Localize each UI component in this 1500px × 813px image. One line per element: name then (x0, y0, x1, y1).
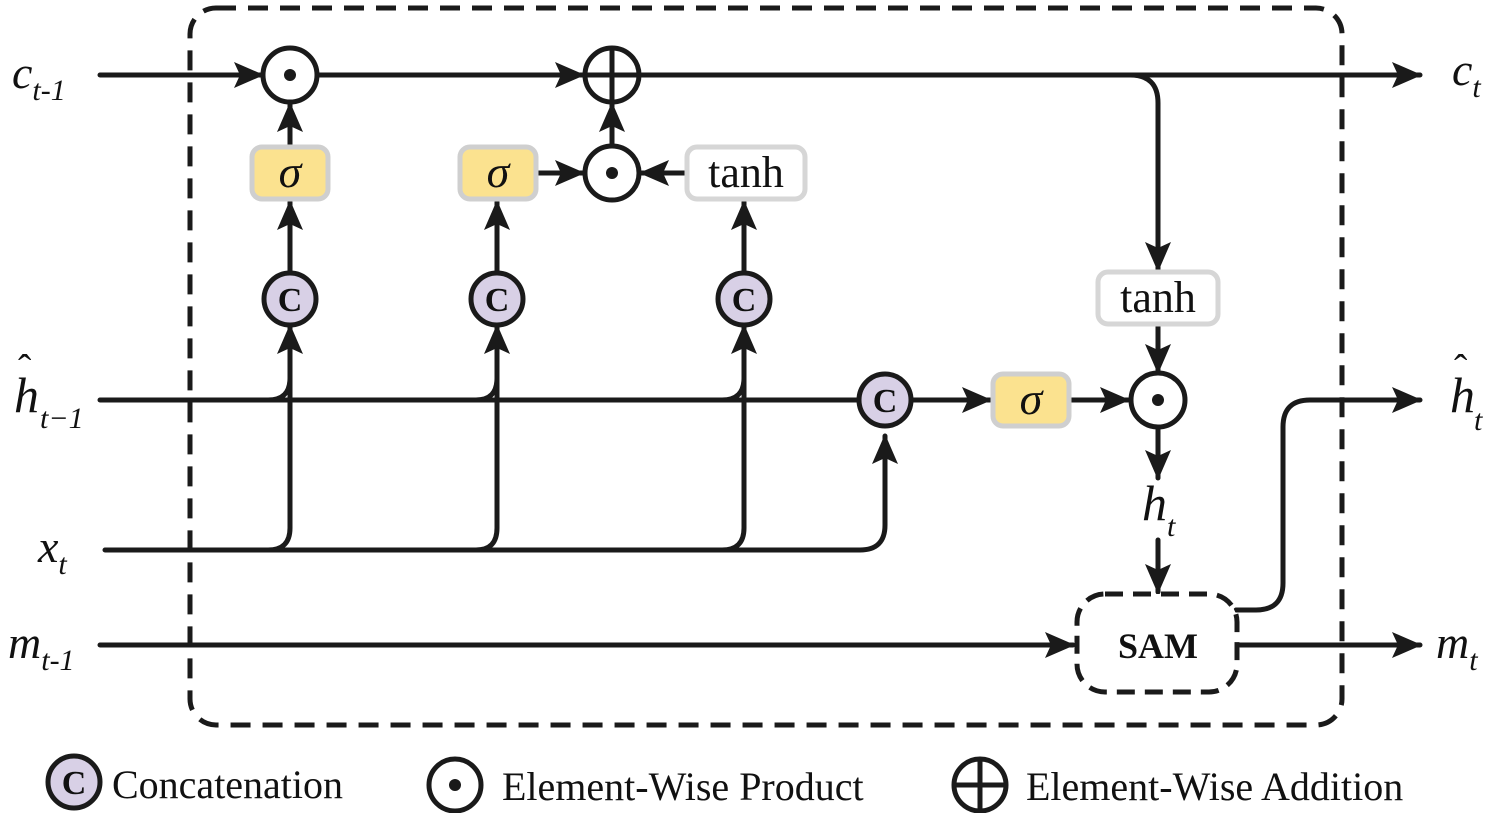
concat-label: C (873, 383, 898, 420)
legend-addition-label: Element-Wise Addition (1026, 764, 1403, 809)
label-x: xt (37, 521, 67, 581)
addition-node (582, 45, 642, 105)
svg-text:t: t (1474, 404, 1483, 437)
x-line (102, 433, 898, 553)
legend-concat-label: Concatenation (112, 762, 343, 807)
label-c-out: ct (1452, 44, 1481, 104)
sigma-label: σ (487, 146, 512, 197)
sigma-gate-forget: σ (249, 144, 331, 202)
svg-text:ˆ: ˆ (18, 346, 32, 391)
concat-node-4: C (856, 371, 914, 429)
concat-node-2: C (468, 270, 526, 328)
svg-text:ˆ: ˆ (1454, 346, 1468, 391)
feed-3-h (719, 375, 747, 403)
input-product-node (582, 143, 642, 203)
sam-label: SAM (1118, 626, 1198, 666)
tanh-candidate: tanh (684, 144, 808, 202)
concat-label: C (278, 282, 303, 319)
legend-addition: Element-Wise Addition (951, 756, 1403, 813)
forget-product-node (260, 45, 320, 105)
h-hat-out-line (1233, 387, 1423, 613)
sam-block: SAM (1074, 591, 1240, 695)
sigma-label: σ (279, 146, 304, 197)
tanh-label: tanh (1120, 273, 1196, 322)
feed-1-h (265, 375, 293, 403)
label-c-prev: ct-1 (12, 47, 66, 107)
legend-concat: C Concatenation (45, 753, 343, 811)
tanh-output: tanh (1095, 269, 1221, 327)
svg-text:h: h (14, 367, 39, 423)
feed-1-x (265, 323, 303, 553)
feed-2-x (473, 323, 510, 553)
svg-text:t−1: t−1 (40, 402, 84, 435)
legend-product-label: Element-Wise Product (502, 764, 864, 809)
label-h-internal: ht (1142, 475, 1176, 543)
concat-label: C (62, 765, 87, 802)
c-to-tanh-line (1127, 72, 1171, 273)
concat-label: C (485, 282, 510, 319)
label-m-out: mt (1436, 617, 1478, 677)
svg-text:h: h (1450, 367, 1475, 423)
feed-2-h (473, 375, 500, 403)
label-m-prev: mt-1 (8, 617, 75, 677)
sigma-gate-output: σ (990, 371, 1072, 429)
concat-node-1: C (261, 270, 319, 328)
sigma-gate-input: σ (457, 144, 539, 202)
legend-product: Element-Wise Product (426, 756, 864, 813)
tanh-label: tanh (708, 148, 784, 197)
label-h-hat-out: h ˆ t (1450, 346, 1483, 437)
sigma-label: σ (1020, 373, 1045, 424)
label-h-hat-prev: h ˆ t−1 (14, 346, 84, 435)
feed-3-x (719, 323, 757, 553)
legend: C Concatenation Element-Wise Product Ele… (45, 753, 1403, 813)
cell-boundary (187, 5, 1345, 728)
concat-node-3: C (715, 270, 773, 328)
output-product-node (1128, 370, 1188, 430)
concat-label: C (732, 282, 757, 319)
